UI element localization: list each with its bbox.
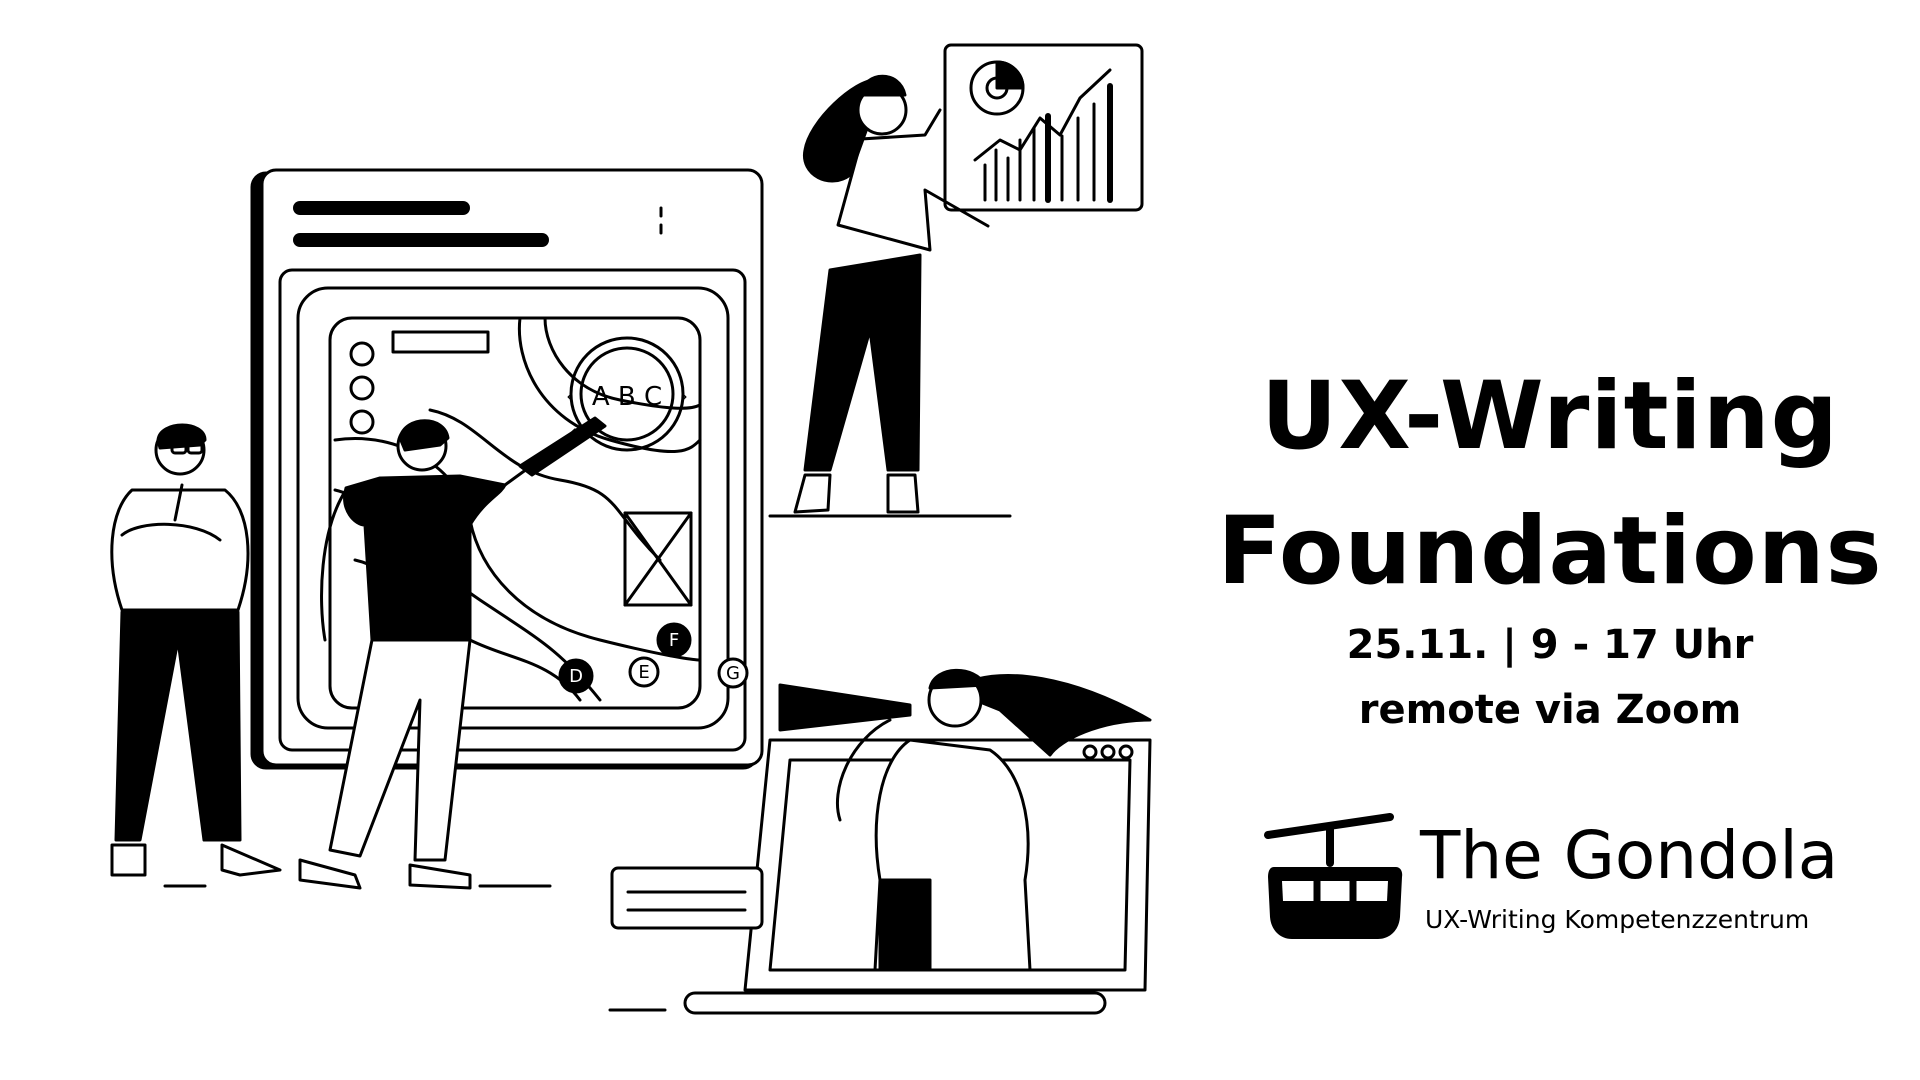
title-line-2: Foundations [1217, 497, 1883, 606]
marker-e: E [638, 662, 649, 683]
laptop-scene [608, 668, 1152, 1015]
person-thinking [110, 423, 282, 888]
title-line-1: UX-Writing [1261, 362, 1839, 471]
abc-label: A B C [592, 382, 662, 412]
marker-f: F [669, 630, 679, 651]
map-markers [558, 622, 749, 694]
brand-tagline: UX-Writing Kompetenzzentrum [1425, 905, 1810, 934]
gondola-lift-icon [1264, 813, 1403, 939]
person-presenting [768, 43, 1144, 518]
tablet-device [250, 168, 764, 770]
marker-g: G [726, 663, 740, 684]
svg-text:‹: ‹ [566, 384, 574, 408]
person-pointing [298, 416, 607, 890]
svg-text:›: › [680, 384, 688, 408]
event-location: remote via Zoom [1358, 687, 1742, 733]
event-date-time: 25.11. | 9 - 17 Uhr [1346, 622, 1754, 668]
brand-name: The Gondola [1420, 817, 1839, 894]
workshop-illustration: A B C ‹ › D E F G [110, 43, 1152, 1015]
event-info-panel: UX-Writing Foundations 25.11. | 9 - 17 U… [1180, 0, 1920, 1080]
marker-d: D [569, 666, 583, 687]
